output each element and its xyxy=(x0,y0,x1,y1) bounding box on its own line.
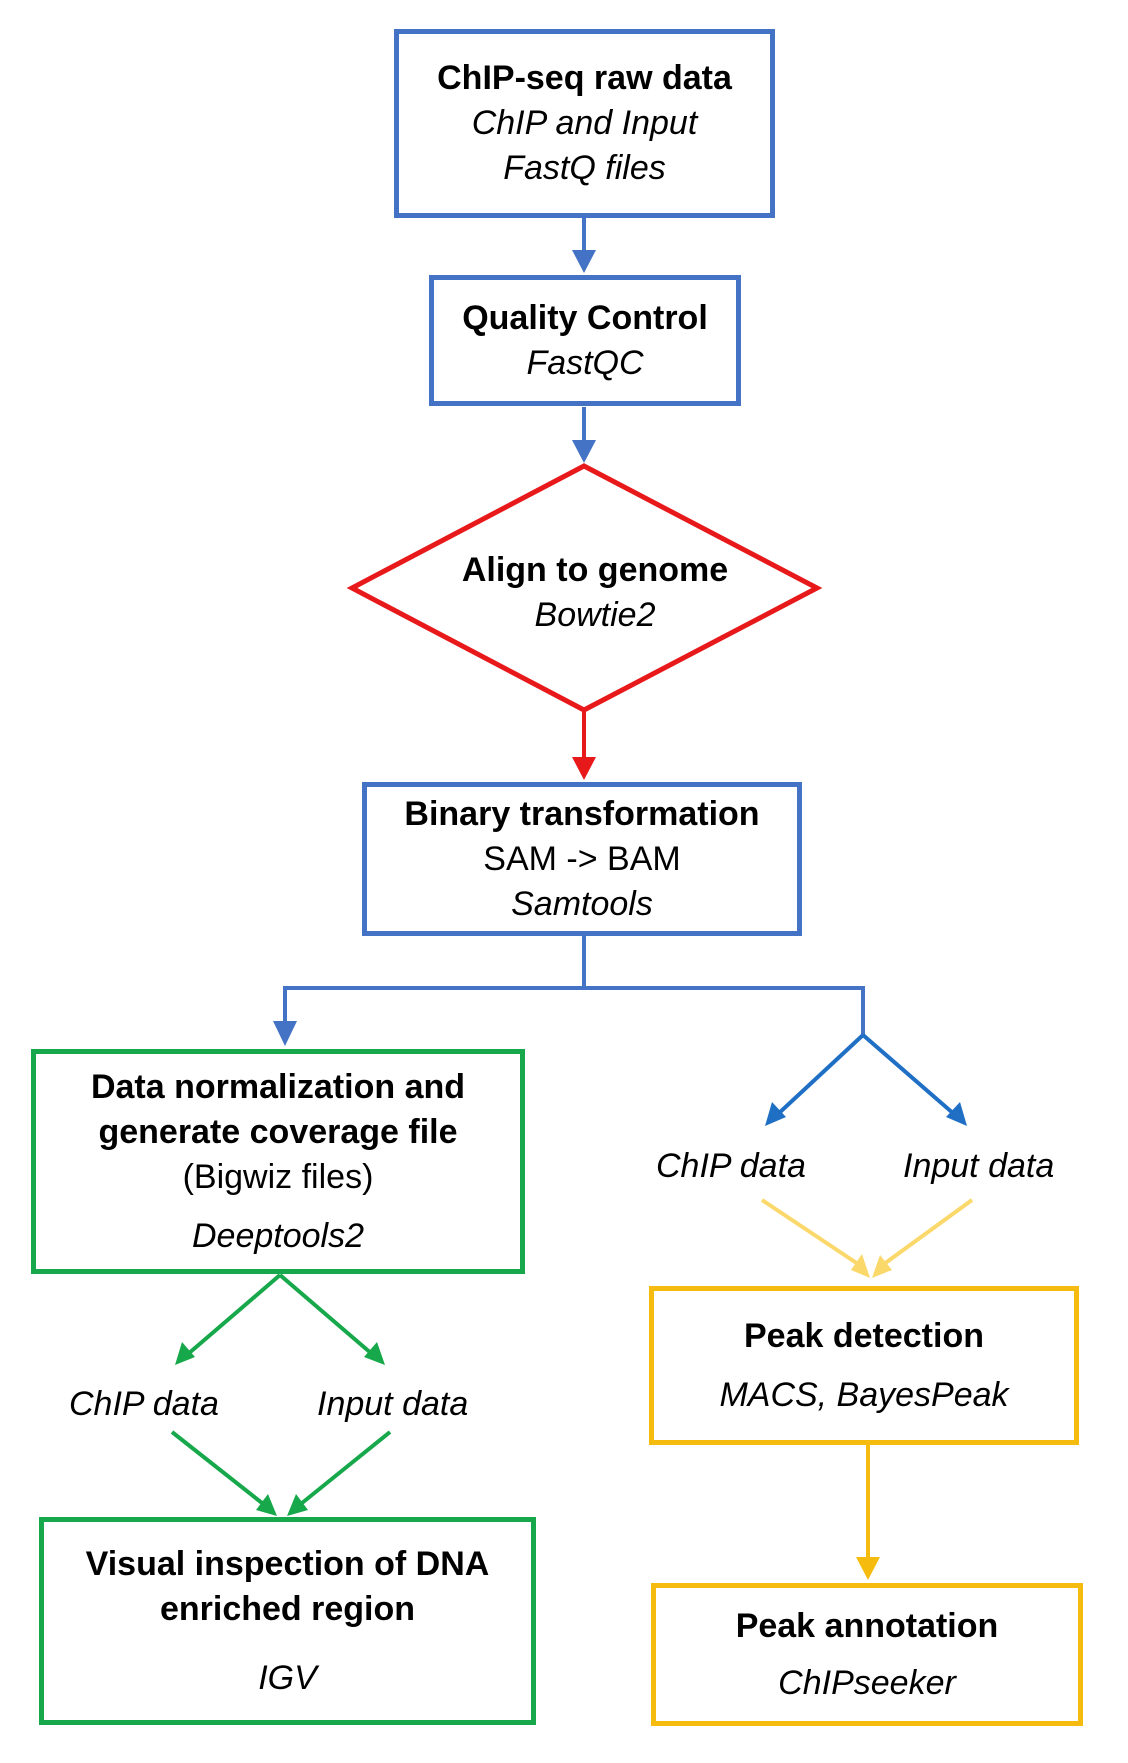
arrow-binary-to-normalization xyxy=(273,1021,297,1046)
visual-title-line2: enriched region xyxy=(159,1589,416,1628)
arrow-peak-to-annotation xyxy=(856,1444,880,1580)
visual-inspection-box: Visual inspection of DNA enriched region… xyxy=(39,1517,536,1725)
align-tool: Bowtie2 xyxy=(534,596,656,634)
peak-annotation-title: Peak annotation xyxy=(735,1606,999,1645)
left-input-data-label: Input data xyxy=(317,1385,469,1423)
connector-left-to-visual xyxy=(170,1430,392,1505)
align-title: Align to genome xyxy=(461,551,729,589)
peak-detection-tool: MACS, BayesPeak xyxy=(719,1375,1009,1414)
arrow-to-left-input xyxy=(364,1342,385,1365)
normalization-line3: (Bigwiz files) xyxy=(182,1157,374,1196)
visual-title-line1: Visual inspection of DNA xyxy=(85,1544,490,1583)
binary-title: Binary transformation xyxy=(404,794,760,833)
arrow-qc-to-align xyxy=(572,407,596,463)
connector-right-to-peak xyxy=(760,1198,974,1266)
peak-detection-box: Peak detection MACS, BayesPeak xyxy=(649,1286,1079,1445)
peak-detection-title: Peak detection xyxy=(744,1316,984,1355)
arrow-to-right-input xyxy=(946,1102,967,1126)
arrow-raw-to-qc xyxy=(572,218,596,273)
arrow-chip-to-visual xyxy=(256,1494,277,1516)
raw-data-line2: ChIP and Input xyxy=(471,104,698,142)
arrow-align-to-binary xyxy=(572,710,596,780)
normalization-tool: Deeptools2 xyxy=(191,1216,364,1255)
binary-transformation-box: Binary transformation SAM -> BAM Samtool… xyxy=(362,782,802,936)
qc-title: Quality Control xyxy=(462,298,708,337)
binary-line2: SAM -> BAM xyxy=(483,839,681,878)
qc-tool: FastQC xyxy=(526,343,644,382)
peak-annotation-box: Peak annotation ChIPseeker xyxy=(651,1583,1083,1726)
right-chip-data-label: ChIP data xyxy=(656,1147,806,1185)
connector-right-split xyxy=(776,1033,956,1116)
quality-control-box: Quality Control FastQC xyxy=(429,275,741,406)
visual-tool: IGV xyxy=(258,1658,317,1697)
connector-binary-split xyxy=(283,935,865,1035)
arrow-input-to-peak xyxy=(872,1255,892,1278)
left-chip-data-label: ChIP data xyxy=(69,1385,219,1423)
chip-seq-raw-data-box: ChIP-seq raw data ChIP and Input FastQ f… xyxy=(394,29,775,218)
normalization-title-line2: generate coverage file xyxy=(98,1112,458,1151)
connector-normalization-split xyxy=(186,1273,374,1356)
binary-tool: Samtools xyxy=(511,884,653,923)
raw-data-line3: FastQ files xyxy=(503,149,666,187)
arrow-to-right-chip xyxy=(765,1102,786,1126)
right-input-data-label: Input data xyxy=(903,1147,1055,1185)
arrow-to-left-chip xyxy=(175,1342,195,1365)
data-normalization-box: Data normalization and generate coverage… xyxy=(31,1049,525,1274)
raw-data-title: ChIP-seq raw data xyxy=(437,59,732,97)
normalization-title-line1: Data normalization and xyxy=(90,1067,466,1106)
arrow-input-to-visual xyxy=(287,1494,308,1516)
peak-annotation-tool: ChIPseeker xyxy=(778,1663,956,1702)
arrow-chip-to-peak xyxy=(851,1254,870,1278)
align-to-genome-node: Align to genome Bowtie2 xyxy=(375,548,815,638)
